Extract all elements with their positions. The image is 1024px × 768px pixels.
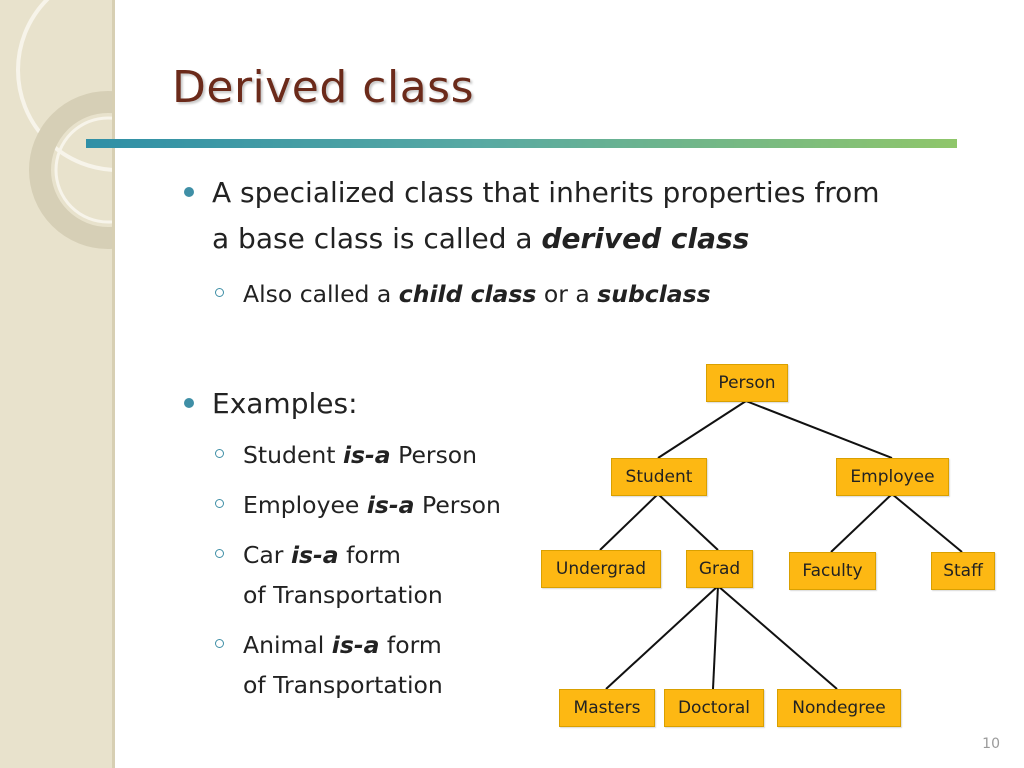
tree-node-nondegree: Nondegree <box>777 689 901 727</box>
subbullet-text: Animal <box>243 631 332 659</box>
subbullet-also-called: Also called a child class or a subclass <box>215 274 711 314</box>
emphasis-text: derived class <box>541 222 750 255</box>
bullet-text: Examples: <box>212 387 358 420</box>
subbullet-text: Car <box>243 541 291 569</box>
bullet-derived-class-line2: a base class is called a derived class <box>212 216 749 262</box>
subbullet-text: form <box>379 631 442 659</box>
bullet-dot-icon <box>184 187 194 197</box>
subbullet-circle-icon <box>215 449 224 458</box>
emphasis-text: child class <box>398 280 537 308</box>
bullet-text: a base class is called a <box>212 222 542 255</box>
emphasis-text: is-a <box>290 541 339 569</box>
subbullet-example-2: Employee is-a Person <box>215 485 501 525</box>
bullet-derived-class: A specialized class that inherits proper… <box>184 170 880 216</box>
emphasis-text: subclass <box>597 280 711 308</box>
tree-node-masters: Masters <box>559 689 655 727</box>
tree-node-student: Student <box>611 458 707 496</box>
tree-node-faculty: Faculty <box>789 552 876 590</box>
bullet-text: A specialized class that inherits proper… <box>212 176 880 209</box>
emphasis-text: is-a <box>331 631 380 659</box>
subbullet-text: form <box>338 541 401 569</box>
connector-student-grad <box>657 493 719 551</box>
bullet-dot-icon <box>184 398 194 408</box>
subbullet-text: Student <box>243 441 343 469</box>
connector-person-student <box>657 400 747 459</box>
connector-employee-faculty <box>830 493 893 553</box>
subbullet-example-4: Animal is-a form <box>215 625 442 665</box>
subbullet-circle-icon <box>215 288 224 297</box>
subbullet-example-3: Car is-a form <box>215 535 401 575</box>
slide-page-number: 10 <box>982 736 1000 752</box>
emphasis-text: is-a <box>366 491 415 519</box>
decorative-side-band <box>0 0 115 768</box>
slide-title: Derived class <box>172 62 475 113</box>
connector-grad-masters <box>605 585 719 690</box>
subbullet-text: Person <box>414 491 501 519</box>
subbullet-circle-icon <box>215 499 224 508</box>
subbullet-text: or a <box>536 280 598 308</box>
tree-node-doctoral: Doctoral <box>664 689 764 727</box>
tree-node-person: Person <box>706 364 788 402</box>
emphasis-text: is-a <box>342 441 391 469</box>
tree-node-undergrad: Undergrad <box>541 550 661 588</box>
subbullet-text: Also called a <box>243 280 399 308</box>
bullet-examples: Examples: <box>184 381 358 427</box>
tree-node-employee: Employee <box>836 458 949 496</box>
subbullet-text: Person <box>390 441 478 469</box>
subbullet-example-3-line2: of Transportation <box>243 581 443 609</box>
tree-node-grad: Grad <box>686 550 753 588</box>
title-underline <box>86 139 957 148</box>
tree-node-staff: Staff <box>931 552 995 590</box>
connector-grad-doctoral <box>712 585 719 690</box>
subbullet-example-1: Student is-a Person <box>215 435 478 475</box>
decorative-circles <box>16 0 112 249</box>
subbullet-circle-icon <box>215 639 224 648</box>
subbullet-circle-icon <box>215 549 224 558</box>
connector-student-undergrad <box>599 493 659 551</box>
connector-employee-staff <box>891 493 963 553</box>
connector-grad-nondegree <box>717 585 838 690</box>
subbullet-text: Employee <box>243 491 367 519</box>
connector-person-employee <box>745 400 893 459</box>
subbullet-example-4-line2: of Transportation <box>243 671 443 699</box>
